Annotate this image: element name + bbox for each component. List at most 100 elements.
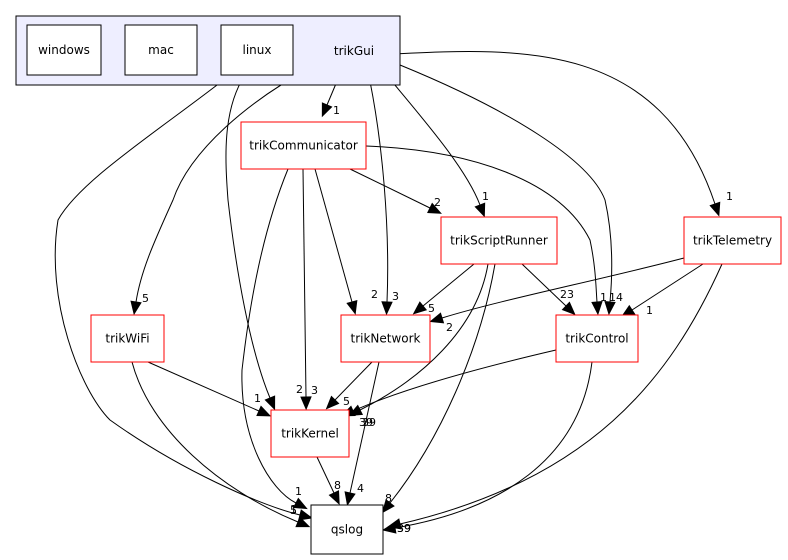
edge-line	[389, 263, 496, 504]
edge-line	[365, 145, 598, 303]
edge-weight-label[interactable]: 5	[142, 292, 149, 305]
edge-weight-label[interactable]: 1	[295, 485, 302, 498]
edge-weight-label[interactable]: 2	[296, 383, 303, 396]
node-label: windows	[38, 43, 90, 57]
node-box	[683, 216, 782, 265]
edge-weight-label[interactable]: 1	[333, 104, 340, 117]
node-trikScriptRunner[interactable]: trikScriptRunner	[440, 216, 558, 265]
edge-trikCommunicator-to-trikScriptRunner	[349, 168, 442, 214]
edge-line	[359, 263, 489, 411]
arrowhead	[709, 201, 721, 217]
edge-linux-to-qslog	[54, 74, 313, 521]
node-box	[340, 314, 431, 363]
edge-weight-label[interactable]: 3	[311, 384, 318, 397]
edge-line	[394, 361, 593, 529]
edge-line	[334, 361, 373, 401]
node-box	[124, 24, 198, 76]
edge-line	[399, 263, 723, 525]
edge-weight-label[interactable]: 2	[434, 196, 441, 209]
edge-trikTelemetry-to-qslog	[387, 263, 723, 530]
arrowhead	[321, 102, 333, 118]
node-box	[555, 314, 639, 363]
cluster-trikGui[interactable]: trikGui windows mac linux	[15, 15, 401, 86]
arrowhead	[256, 405, 272, 417]
edge-weight-label[interactable]: 5	[428, 302, 435, 315]
edge-weight-label[interactable]: 8	[334, 479, 341, 492]
edge-weight-label[interactable]: 39	[397, 522, 411, 535]
node-box	[240, 121, 367, 170]
edge-trikGui-to-trikWiFi	[130, 66, 313, 316]
edge-weight-label[interactable]: 2	[446, 321, 453, 334]
node-label: mac	[148, 43, 174, 57]
edge-line	[314, 168, 353, 303]
subdir-node-windows[interactable]: windows	[26, 24, 102, 76]
node-trikNetwork[interactable]: trikNetwork	[340, 314, 431, 363]
edge-line	[147, 361, 260, 412]
edge-line	[241, 168, 297, 504]
arrowhead	[328, 490, 340, 506]
edge-weight-label[interactable]: 5	[290, 504, 297, 517]
arrowhead	[344, 491, 356, 506]
edge-weight-label[interactable]: 1	[726, 190, 733, 203]
edge-line	[316, 456, 335, 494]
edge-weight-label[interactable]: 39	[397, 522, 411, 535]
edge-weight-label[interactable]: 3	[392, 290, 399, 303]
edge-trikScriptRunner-to-trikNetwork	[412, 263, 475, 315]
node-trikKernel[interactable]: trikKernel	[270, 409, 350, 458]
edge-line	[131, 361, 299, 523]
edge-trikKernel-to-qslog	[316, 456, 340, 506]
edge-weight-label[interactable]: 2	[371, 288, 378, 301]
edge-weight-label[interactable]: 5	[343, 395, 350, 408]
arrowhead	[346, 299, 358, 315]
edge-trikCommunicator-to-qslog	[241, 168, 308, 510]
node-label: qslog	[331, 523, 363, 537]
edge-line	[441, 257, 685, 319]
arrowhead	[381, 522, 397, 534]
edge-weight-label[interactable]: 1	[646, 304, 653, 317]
edge-weight-label[interactable]: 1	[600, 291, 607, 304]
edge-weight-label[interactable]: 39	[359, 416, 373, 429]
node-box	[310, 504, 384, 555]
edge-weight-label[interactable]: 23	[560, 288, 574, 301]
edge-line	[349, 361, 380, 494]
node-label: linux	[243, 43, 272, 57]
edge-line	[225, 74, 271, 399]
edge-trikCommunicator-to-trikNetwork	[314, 168, 358, 315]
edge-weight-label[interactable]: 8	[385, 492, 392, 505]
edge-weight-label[interactable]: 1	[482, 190, 489, 203]
arrowhead	[381, 301, 393, 316]
node-trikTelemetry[interactable]: trikTelemetry	[683, 216, 782, 265]
node-trikWiFi[interactable]: trikWiFi	[90, 314, 165, 363]
node-trikCommunicator[interactable]: trikCommunicator	[240, 121, 367, 170]
node-label: trikScriptRunner	[450, 234, 548, 248]
edge-weight-label[interactable]: 14	[609, 291, 623, 304]
node-box	[220, 24, 294, 76]
edge-trikGui-to-trikTelemetry	[392, 51, 721, 217]
edge-linux-to-trikKernel	[225, 74, 276, 411]
edge-weight-label[interactable]: 4	[357, 482, 364, 495]
node-qslog[interactable]: qslog	[310, 504, 384, 555]
edge-trikNetwork-to-qslog	[344, 361, 380, 506]
node-label: trikKernel	[281, 427, 339, 441]
edge-line	[422, 263, 475, 307]
edge-weight-label[interactable]: 1	[254, 392, 261, 405]
node-trikControl[interactable]: trikControl	[555, 314, 639, 363]
arrowhead	[298, 509, 313, 521]
subdir-node-mac[interactable]: mac	[124, 24, 198, 76]
edge-weight-label[interactable]: 1	[290, 503, 297, 516]
edge-weight-label[interactable]: 39	[362, 416, 376, 429]
edge-line	[392, 51, 716, 205]
edge-trikControl-to-qslog	[381, 361, 593, 534]
arrowhead	[591, 301, 603, 316]
node-box	[270, 409, 350, 458]
edge-line	[631, 263, 704, 311]
edge-trikCommunicator-to-trikControl	[365, 145, 603, 316]
node-label: trikWiFi	[105, 332, 149, 346]
subdir-node-linux[interactable]: linux	[220, 24, 294, 76]
cluster-label[interactable]: trikGui	[334, 44, 374, 58]
edge-line	[302, 168, 307, 398]
edge-trikScriptRunner-to-qslog	[381, 263, 496, 514]
arrowhead	[474, 202, 486, 218]
edge-trikGui-to-trikNetwork	[366, 66, 393, 316]
